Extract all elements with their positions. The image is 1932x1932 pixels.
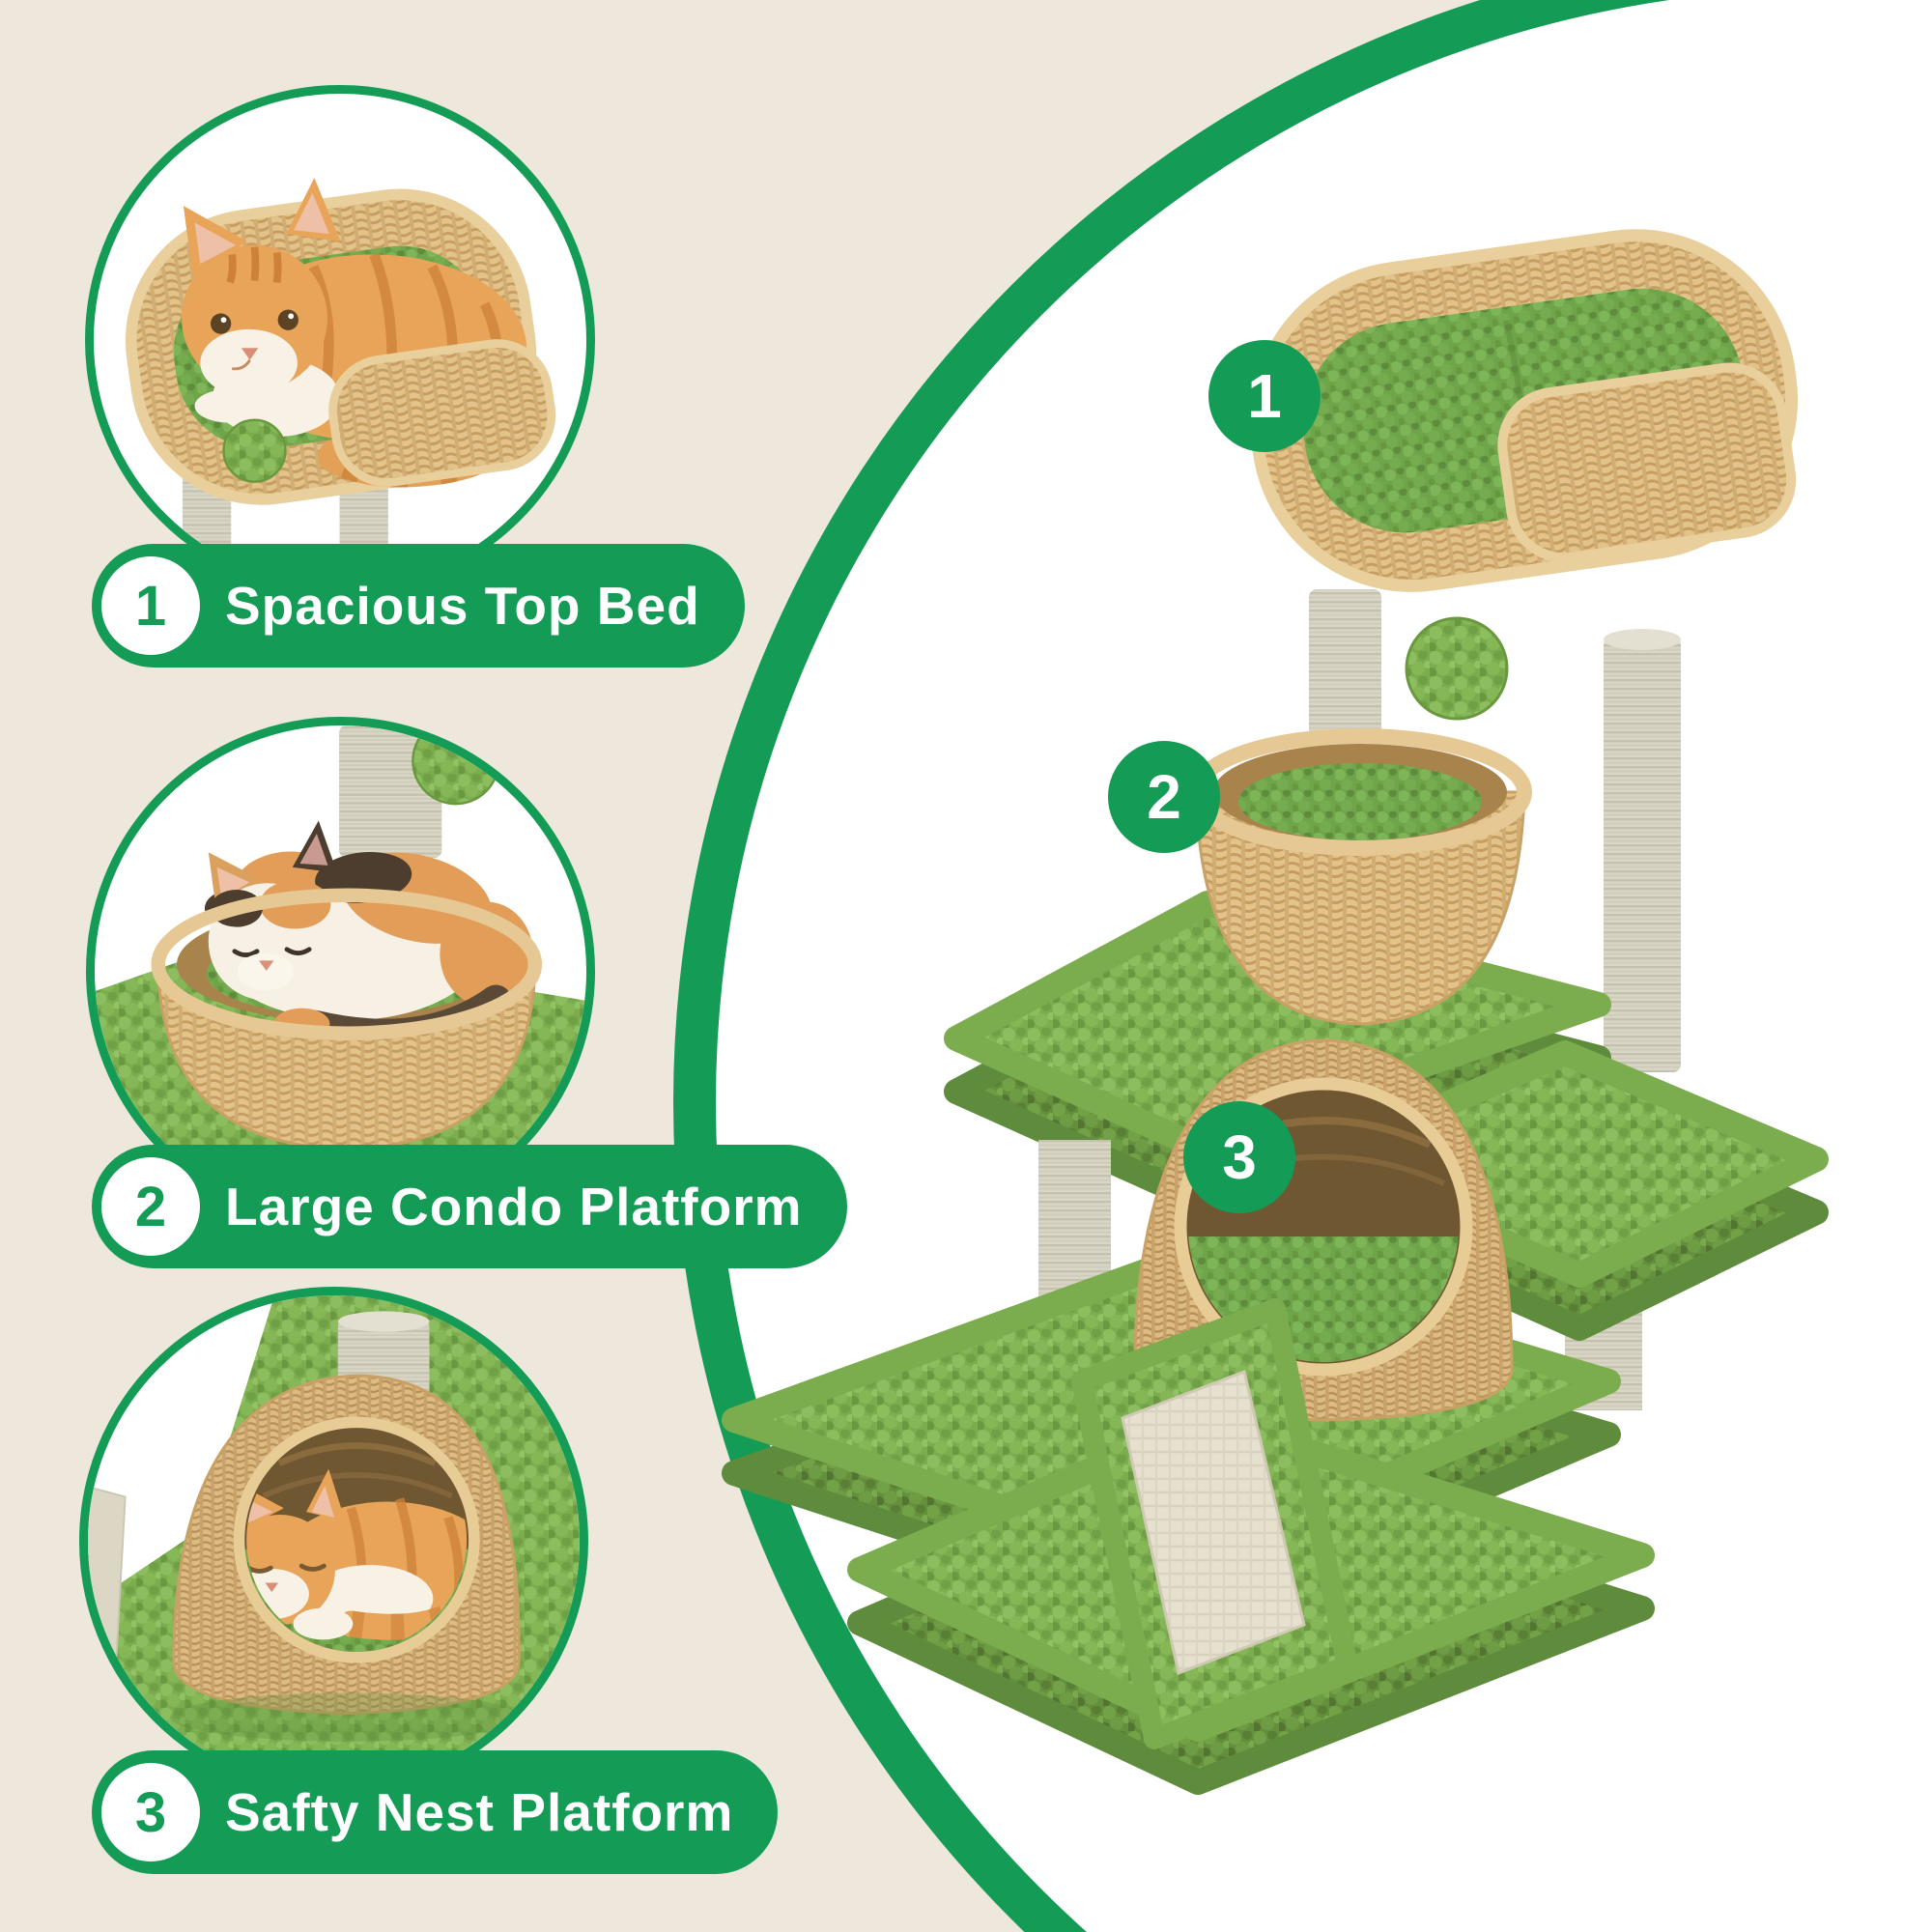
product-marker-1: 1 bbox=[1208, 340, 1321, 452]
product-marker-3: 3 bbox=[1183, 1101, 1295, 1213]
feature-number-badge: 1 bbox=[101, 556, 200, 655]
pompom-toy bbox=[412, 725, 500, 806]
feature-pill-condo-platform: 2 Large Condo Platform bbox=[92, 1145, 847, 1268]
pompom-toy bbox=[1405, 616, 1509, 721]
feature-label: Large Condo Platform bbox=[225, 1177, 803, 1236]
feature-photo-top-bed bbox=[85, 85, 595, 595]
bed-front-wall bbox=[328, 339, 556, 487]
product-marker-2: 2 bbox=[1108, 741, 1220, 853]
feature-label: Safty Nest Platform bbox=[225, 1782, 734, 1842]
condo-bowl-basket bbox=[1188, 728, 1532, 1026]
feature-photo-condo-platform bbox=[86, 717, 595, 1226]
feature-number-badge: 2 bbox=[101, 1157, 200, 1256]
bowl-front-wall bbox=[151, 888, 543, 1151]
feature-number-badge: 3 bbox=[101, 1763, 200, 1861]
feature-label: Spacious Top Bed bbox=[225, 576, 700, 636]
feature-photo-nest-platform bbox=[79, 1287, 588, 1796]
feature-pill-nest-platform: 3 Safty Nest Platform bbox=[92, 1750, 779, 1874]
pompom-toy bbox=[222, 418, 287, 483]
feature-pill-top-bed: 1 Spacious Top Bed bbox=[92, 544, 745, 668]
top-bed-basket bbox=[1249, 229, 1799, 592]
scratch-ramp bbox=[1071, 1298, 1358, 1749]
cat-tree-illustration bbox=[722, 229, 1829, 1795]
